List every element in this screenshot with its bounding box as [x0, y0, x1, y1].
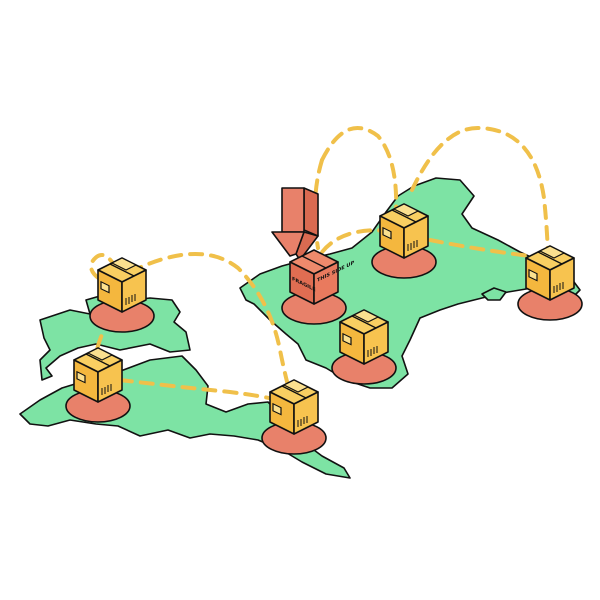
route-asia-to-east: [410, 125, 550, 268]
package-icon: [371, 203, 437, 279]
download-arrow-icon: [271, 187, 319, 261]
central-package-icon: FRAGILE THIS SIDE UP: [281, 249, 354, 325]
package-icon: [261, 379, 327, 455]
package-icon: [331, 309, 397, 385]
package-icon: [517, 245, 583, 321]
route-asia-to-east-lower: [428, 238, 532, 258]
package-icon: [65, 347, 131, 423]
package-icon: [89, 257, 155, 333]
route-na-south-to-sa: [118, 378, 280, 402]
route-na-north-to-na-south: [89, 252, 123, 378]
island-east: [481, 287, 507, 301]
route-europe-arc: [320, 126, 399, 214]
route-na-north-to-europe: [128, 251, 294, 402]
